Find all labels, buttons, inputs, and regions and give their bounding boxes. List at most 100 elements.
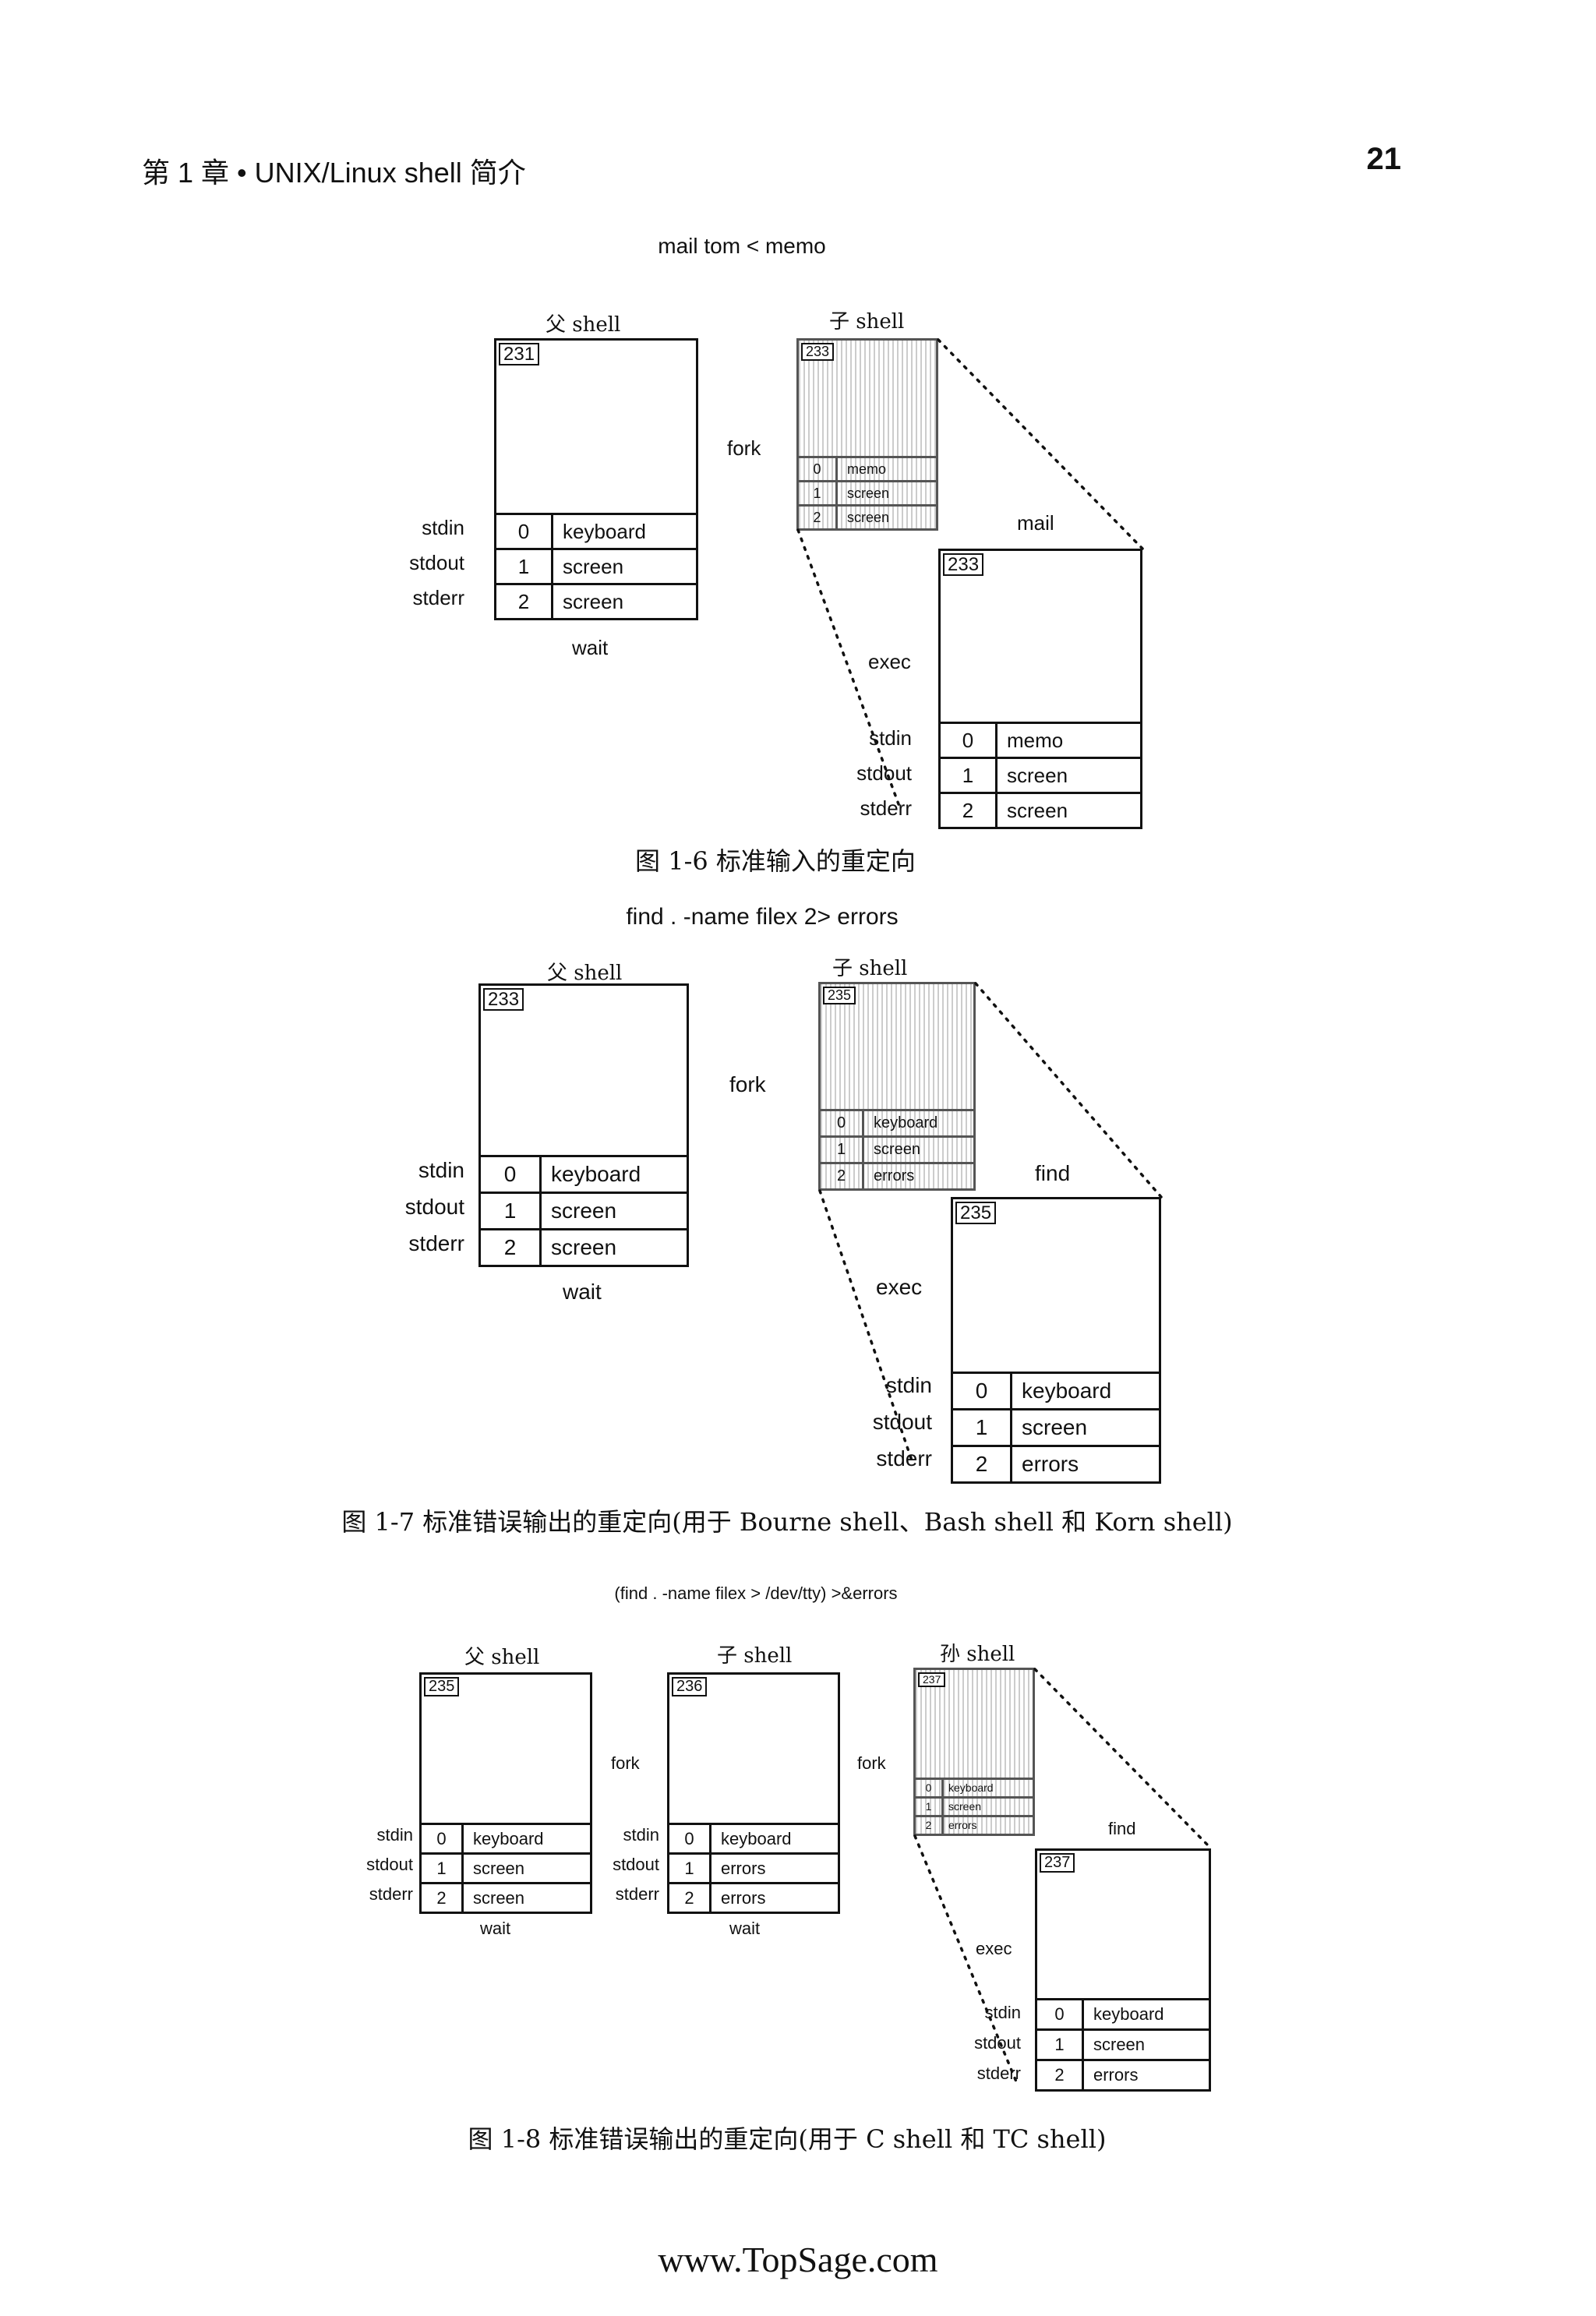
fd-number: 0 [821, 1111, 864, 1135]
std-labels: stdin stdout stderr [845, 726, 912, 831]
stderr-label: stderr [369, 1884, 413, 1904]
stdout-label: stdout [366, 1855, 413, 1874]
stdout-label: stdout [613, 1855, 659, 1874]
fork-label: fork [857, 1753, 886, 1773]
fd-number: 1 [941, 759, 998, 792]
pid-label: 235 [424, 1677, 460, 1696]
fd-number: 2 [941, 794, 998, 827]
process-title: 子 shell [832, 957, 908, 980]
stdin-label: stdin [869, 726, 912, 750]
fd-target: screen [473, 1888, 525, 1908]
fd-target: keyboard [563, 520, 646, 543]
fd-row: 1 screen [481, 1192, 687, 1228]
figure-caption: 图 1-8 标准错误输出的重定向(用于 C shell 和 TC shell) [468, 2124, 1107, 2154]
fd-target: memo [1007, 729, 1064, 752]
stdout-label: stdout [409, 551, 464, 574]
stdout-label: stdout [974, 2033, 1021, 2053]
stderr-label: stderr [615, 1884, 659, 1904]
std-labels: stdin stdout stderr [390, 1158, 464, 1268]
fd-row: 0 memo [941, 722, 1140, 757]
fd-target: keyboard [721, 1829, 792, 1848]
figure-caption: 图 1-6 标准输入的重定向 [635, 846, 916, 876]
fd-target: errors [1093, 2065, 1139, 2085]
fd-number: 0 [1037, 2000, 1084, 2028]
fd-number: 0 [799, 458, 838, 480]
stderr-label: stderr [976, 2064, 1021, 2083]
fd-target: errors [1022, 1452, 1079, 1476]
fd-number: 0 [916, 1780, 944, 1796]
command-text: (find . -name filex > /dev/tty) >&errors [614, 1583, 898, 1603]
fd-number: 0 [669, 1825, 711, 1852]
fd-target: screen [1007, 764, 1068, 787]
fork-label: fork [727, 436, 761, 460]
fd-number: 2 [821, 1164, 864, 1188]
stdout-label: stdout [856, 761, 912, 785]
pid-label: 237 [1040, 1853, 1075, 1873]
wait-label: wait [729, 1919, 761, 1938]
stdin-label: stdin [422, 516, 464, 539]
fd-target: screen [563, 590, 624, 613]
fd-number: 1 [799, 482, 838, 504]
page-number: 21 [1366, 142, 1402, 176]
fd-number: 1 [481, 1194, 542, 1228]
stderr-label: stderr [860, 796, 912, 820]
chapter-header: 第 1 章 • UNIX/Linux shell 简介 [142, 157, 526, 189]
fd-target: screen [874, 1141, 921, 1158]
fd-number: 1 [953, 1410, 1012, 1445]
stderr-label: stderr [412, 586, 464, 609]
fd-number: 0 [953, 1374, 1012, 1408]
process-title: 孙 shell [940, 1643, 1015, 1666]
fd-row: 2 errors [1037, 2059, 1209, 2089]
fork-label: fork [729, 1072, 766, 1096]
pid-label: 235 [823, 987, 856, 1004]
fd-number: 0 [496, 515, 553, 548]
std-labels: stdin stdout stderr [397, 516, 464, 621]
fd-number: 1 [1037, 2031, 1084, 2059]
fd-target: screen [551, 1235, 617, 1259]
fd-number: 0 [941, 724, 998, 757]
fd-number: 2 [422, 1884, 464, 1912]
figure-caption: 图 1-7 标准错误输出的重定向(用于 Bourne shell、Bash sh… [341, 1507, 1233, 1537]
pid-label: 231 [499, 343, 540, 366]
exec-label: exec [976, 1939, 1012, 1958]
std-labels: stdin stdout stderr [857, 1373, 932, 1483]
fd-number: 2 [799, 507, 838, 528]
fd-row: 1 errors [669, 1852, 838, 1882]
fd-target: screen [551, 1199, 617, 1223]
fd-target: errors [948, 1819, 977, 1831]
fd-number: 1 [916, 1799, 944, 1815]
fd-number: 2 [1037, 2061, 1084, 2089]
process-title: 子 shell [717, 1644, 793, 1668]
wait-label: wait [572, 636, 609, 659]
stdout-label: stdout [872, 1410, 932, 1434]
process-title: 父 shell [546, 313, 621, 337]
fd-row: 0 keyboard [669, 1823, 838, 1852]
fd-target: keyboard [551, 1162, 641, 1186]
fd-number: 1 [669, 1855, 711, 1882]
pid-label: 236 [672, 1677, 708, 1696]
stderr-label: stderr [408, 1231, 464, 1255]
fork-label: fork [611, 1753, 640, 1773]
fd-target: errors [721, 1859, 766, 1878]
